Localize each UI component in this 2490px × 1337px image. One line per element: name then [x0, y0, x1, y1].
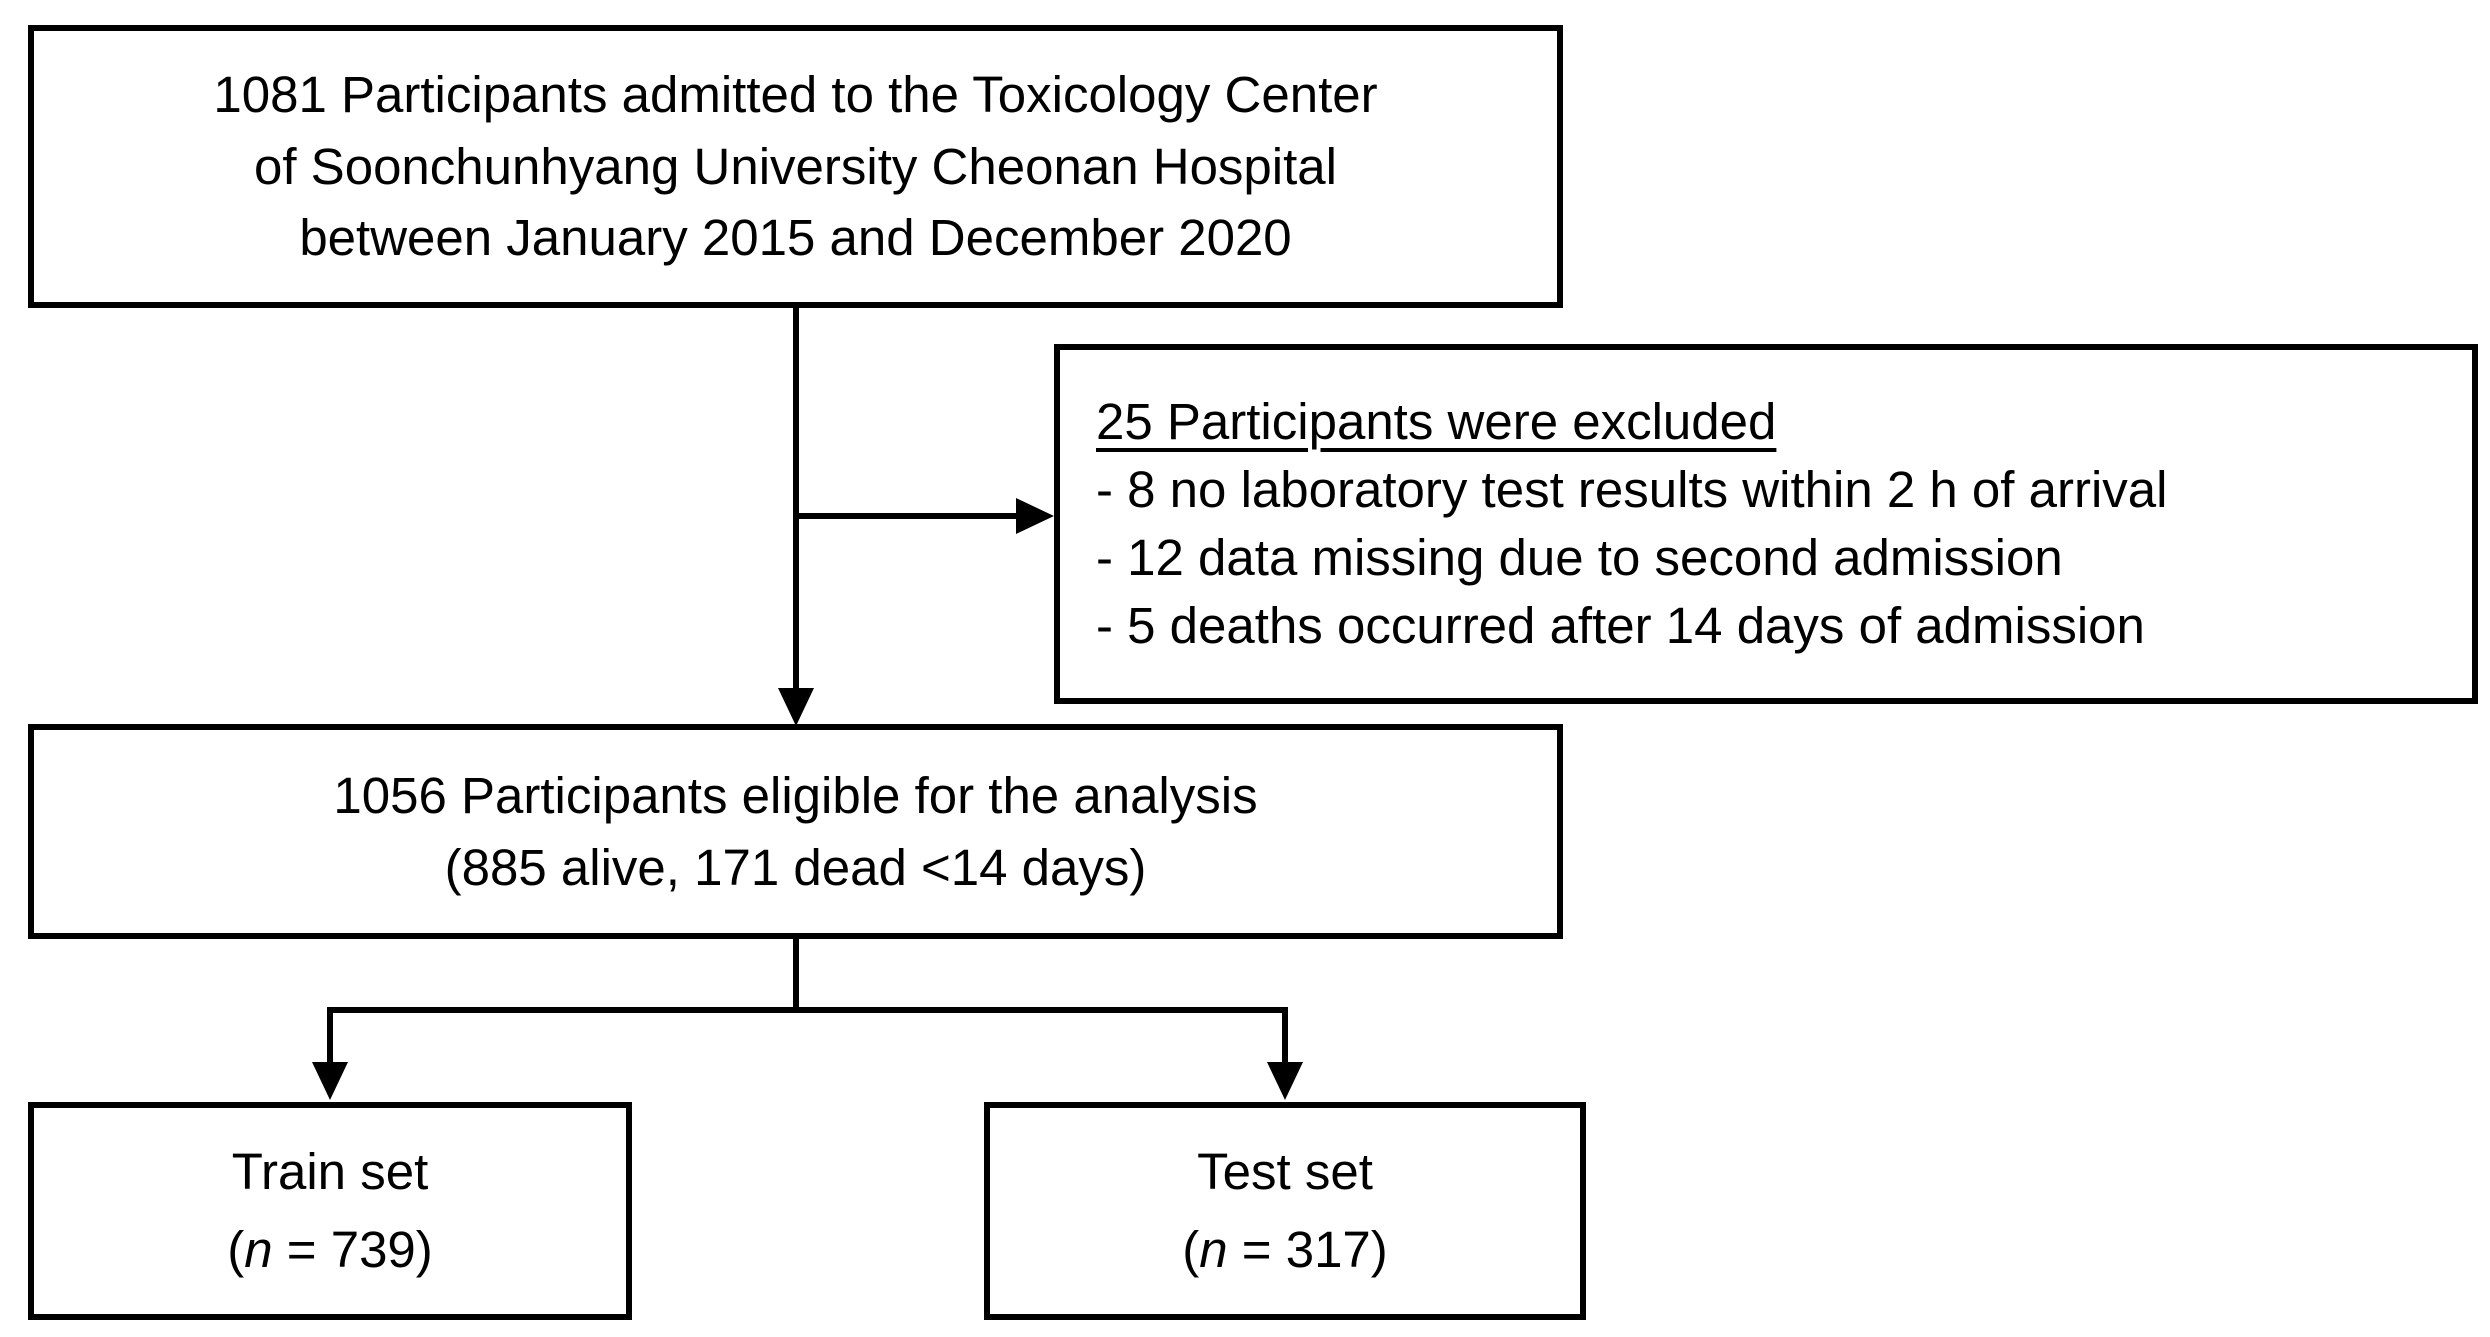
- train-count-open: (: [227, 1221, 245, 1278]
- excluded-box: 25 Participants were excluded - 8 no lab…: [1054, 344, 2478, 704]
- train-count-n: n: [244, 1221, 273, 1278]
- excluded-title: 25 Participants were excluded: [1096, 393, 1777, 451]
- arrow-down-icon: [778, 688, 814, 726]
- arrow-right-icon: [1016, 498, 1054, 534]
- excluded-item-2: - 12 data missing due to second admissio…: [1096, 529, 2063, 586]
- arrow-down-icon: [1267, 1062, 1303, 1100]
- excluded-item-3: - 5 deaths occurred after 14 days of adm…: [1096, 596, 2145, 654]
- train-title: Train set: [231, 1143, 429, 1201]
- train-count-value: = 739): [272, 1221, 433, 1278]
- excluded-item-1: - 8 no laboratory test results within 2 …: [1096, 461, 2168, 519]
- eligible-line-2: (885 alive, 171 dead <14 days): [444, 838, 1147, 896]
- train-box: Train set (n = 739): [28, 1102, 632, 1320]
- test-box: Test set (n = 317): [984, 1102, 1586, 1320]
- test-count-value: = 317): [1227, 1221, 1388, 1278]
- eligible-line-1: 1056 Participants eligible for the analy…: [333, 767, 1258, 825]
- train-count: (n = 739): [227, 1211, 433, 1289]
- admitted-box: 1081 Participants admitted to the Toxico…: [28, 25, 1563, 308]
- arrow-down-icon: [312, 1062, 348, 1100]
- admitted-line-2: of Soonchunhyang University Cheonan Hosp…: [253, 137, 1337, 195]
- admitted-line-3: between January 2015 and December 2020: [299, 209, 1292, 267]
- test-count: (n = 317): [1182, 1211, 1388, 1289]
- test-count-open: (: [1182, 1221, 1200, 1278]
- test-count-n: n: [1199, 1221, 1228, 1278]
- admitted-line-1: 1081 Participants admitted to the Toxico…: [213, 66, 1378, 124]
- eligible-box: 1056 Participants eligible for the analy…: [28, 724, 1563, 939]
- test-title: Test set: [1197, 1143, 1373, 1201]
